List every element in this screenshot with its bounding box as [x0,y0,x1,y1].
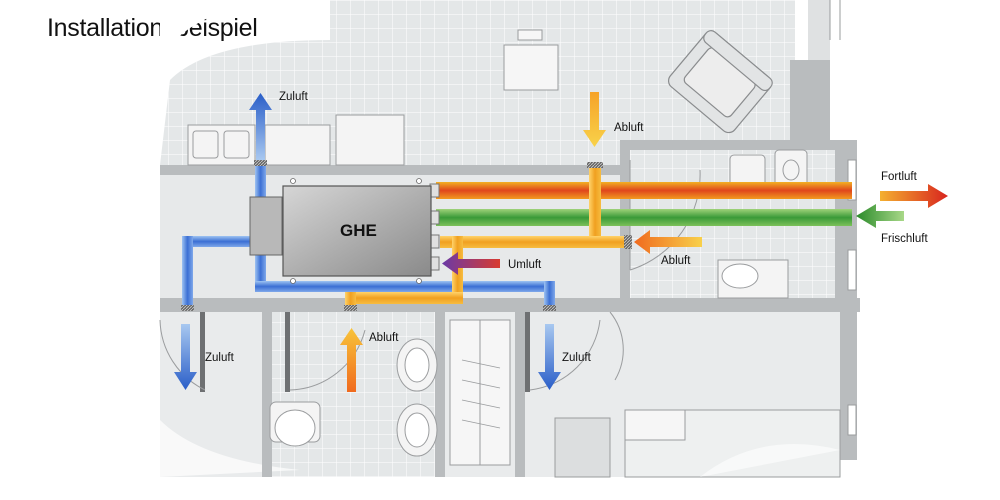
zuluft-duct-top [255,165,266,200]
fortluft-arrow [880,184,948,208]
arrows [174,92,948,392]
zuluft-top-label: Zuluft [279,91,309,103]
abluft-right-label: Abluft [661,255,691,267]
fortluft-duct [436,182,852,199]
zuluft-right-label: Zuluft [562,352,592,364]
page-title: Installationsbeispiel [47,14,258,42]
abluft-left-arrow [634,230,702,254]
umluft-label: Umluft [508,259,542,271]
abluft-bottom-label: Abluft [369,332,399,344]
frischluft-arrow [856,204,904,228]
labels: Zuluft Abluft Fortluft Frischluft Abluft… [205,91,928,364]
zuluft-down-left-arrow [174,324,197,390]
zuluft-left-label: Zuluft [205,352,235,364]
zuluft-down-right-arrow [538,324,561,390]
fortluft-label: Fortluft [881,171,918,183]
abluft-top-label: Abluft [614,122,644,134]
frischluft-label: Frischluft [881,233,928,245]
frischluft-duct [436,209,852,226]
abluft-duct-top [589,168,601,248]
ghe-unit: GHE [249,178,432,284]
zuluft-up-arrow [249,93,272,160]
ghe-unit-label: GHE [340,221,377,240]
abluft-up-arrow [340,328,363,392]
abluft-down-arrow [583,92,606,147]
umluft-arrow [442,252,500,275]
